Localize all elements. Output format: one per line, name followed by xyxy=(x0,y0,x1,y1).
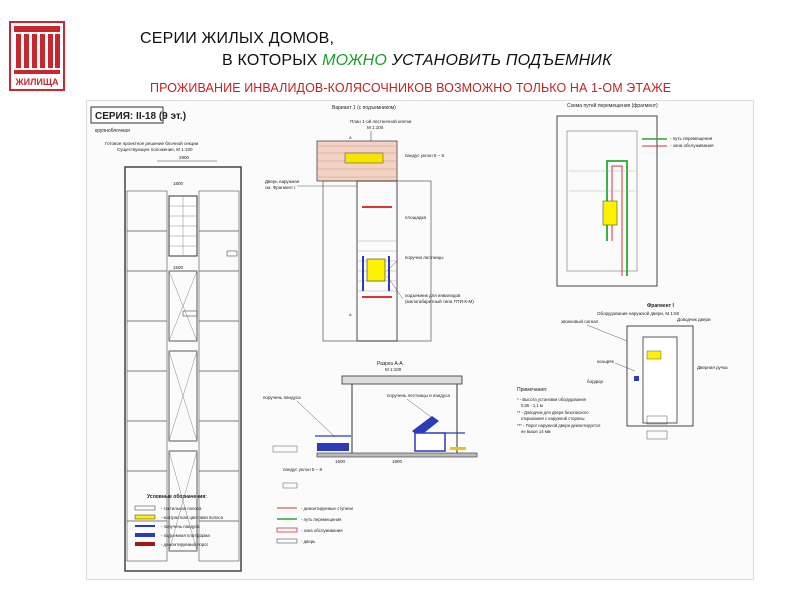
legend-item-r3: - зона обслуживания xyxy=(301,528,343,533)
legend-item-1: - тактильная полоса xyxy=(161,506,202,511)
legend-item-3: - поручень пандуса xyxy=(161,524,200,529)
label-door: Дверь наружная xyxy=(265,179,300,184)
dim-1500-section: 1500 xyxy=(335,459,346,464)
legend-item-4: - подъемная платформа xyxy=(161,533,210,538)
label-door-closer: Доводчик двери xyxy=(677,317,711,322)
notes-block: Примечания: * - Высота установки оборудо… xyxy=(517,387,600,434)
plan-note-2: Существующее положение, М 1:100 xyxy=(117,147,193,152)
notes-title: Примечания: xyxy=(517,387,547,393)
label-railing: поручни лестницы xyxy=(405,255,444,260)
note-2b: открывания с наружной стороны xyxy=(521,416,584,421)
legend-item-5: - демонтируемый порог xyxy=(161,542,209,547)
fragment-door: Фрагмент I Оборудование наружной двери, … xyxy=(561,303,728,440)
symbols-legend: Условные обозначения: - тактильная полос… xyxy=(134,493,353,547)
note-3b: не выше 14 мм xyxy=(521,429,551,434)
fragment-title: Фрагмент I xyxy=(647,303,675,309)
title-prefix: В КОТОРЫХ xyxy=(222,52,323,69)
series-subtitle: крупноблочная xyxy=(95,128,130,134)
dim-1800-plan: 1800 xyxy=(173,181,184,186)
title-suffix: УСТАНОВИТЬ ПОДЪЕМНИК xyxy=(387,52,612,69)
variant-title: Вариант 1 (с подъемником) xyxy=(332,105,396,111)
note-1b: 0,85 - 1,1 м xyxy=(521,403,543,408)
section-scale: М 1:100 xyxy=(385,367,402,372)
label-stair-rail: поручень лестницы и пандуса xyxy=(387,393,450,398)
dim-1800-section: 1800 xyxy=(392,459,403,464)
architectural-drawing: СЕРИЯ: II-18 (9 эт.) крупноблочная Готов… xyxy=(86,100,754,580)
legend-item-r1: - демонтируемые ступени xyxy=(301,506,353,511)
company-logo: ЖИЛИЩА xyxy=(9,21,65,91)
legend-item-r4: - дверь xyxy=(301,539,316,544)
legend-path: - путь перемещения xyxy=(670,136,713,141)
label-lift-2: (малогабаритный типа ПТИ-К-М) xyxy=(405,298,474,304)
section-title: Разрез А-А xyxy=(377,361,403,367)
section-mark-bottom: А xyxy=(349,312,352,317)
variant-subtitle: План 1-ой лестничной клетки xyxy=(350,118,412,124)
label-lift: подъемник для инвалидов xyxy=(405,293,461,298)
title-highlight: МОЖНО xyxy=(322,52,388,69)
dim-1500-plan: 1500 xyxy=(173,265,184,270)
label-call-signal: звонковый сигнал xyxy=(561,318,599,324)
label-platform: площадка xyxy=(405,215,427,220)
plan-note-1: Готовое проектное решение блочной секции xyxy=(105,140,199,146)
slide-title-line1: СЕРИИ ЖИЛЫХ ДОМОВ, xyxy=(140,30,335,47)
slide-subtitle: ПРОЖИВАНИЕ ИНВАЛИДОВ-КОЛЯСОЧНИКОВ ВОЗМОЖ… xyxy=(150,81,672,95)
label-door-handle: Дверная ручка xyxy=(697,365,728,370)
section-aa: Разрез А-А М 1:100 поручень пандуса пору… xyxy=(263,361,478,489)
scheme-title: Схема путей перемещения (фрагмент) xyxy=(567,102,658,109)
variant-plan: Вариант 1 (с подъемником) План 1-ой лест… xyxy=(265,105,474,342)
variant-scale: М 1:100 xyxy=(367,125,384,130)
legend-title: Условные обозначения: xyxy=(147,493,207,500)
note-1: * - Высота установки оборудования xyxy=(517,397,586,402)
legend-zone: - зона обслуживания xyxy=(670,143,714,148)
series-floor-plan: СЕРИЯ: II-18 (9 эт.) крупноблочная Готов… xyxy=(90,106,242,572)
slide-title-line2: В КОТОРЫХ МОЖНО УСТАНОВИТЬ ПОДЪЕМНИК xyxy=(222,52,612,70)
legend-item-r2: - путь перемещения xyxy=(301,517,342,522)
dim-2800-plan: 2800 xyxy=(179,155,190,160)
label-threshold: бордюр xyxy=(587,379,603,384)
label-canopy: козырёк xyxy=(597,359,614,364)
label-ramp: пандус уклон 5 – 8 xyxy=(405,153,444,158)
note-3: *** - Порог наружной двери демонтируется xyxy=(517,423,600,428)
logo-text: ЖИЛИЩА xyxy=(14,77,59,87)
label-door-ref: см. Фрагмент I xyxy=(265,185,296,190)
section-mark-top: А xyxy=(349,135,352,140)
label-ramp-rail: поручень пандуса xyxy=(263,395,301,400)
path-scheme: Схема путей перемещения (фрагмент) - пут… xyxy=(556,102,714,287)
note-2: ** - Доводчик для двери безопасного xyxy=(517,410,589,415)
label-ramp-small: пандус уклон 5 – 8 xyxy=(283,467,322,472)
legend-item-2: - контрастная цветовая полоса xyxy=(161,515,224,520)
fragment-subtitle: Оборудование наружной двери, М 1:50 xyxy=(597,310,680,316)
series-title: СЕРИЯ: II-18 (9 эт.) xyxy=(95,111,186,122)
